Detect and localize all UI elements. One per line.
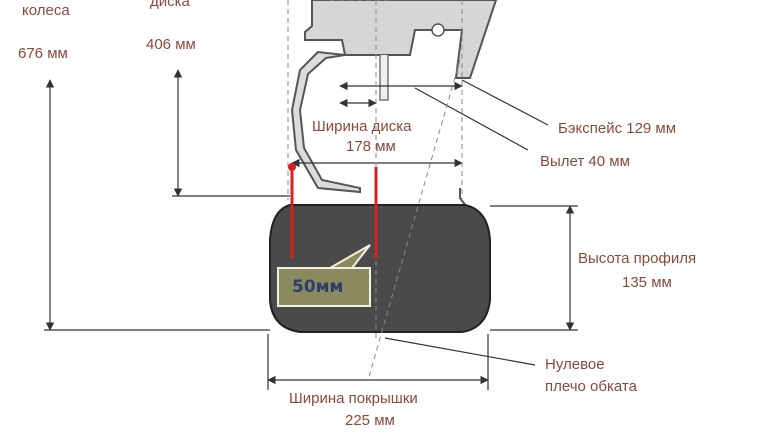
- callout-box: 50мм: [277, 244, 371, 307]
- backspace-label: Бэкспейс 129 мм: [558, 120, 676, 137]
- wheel-diameter-title: колеса: [22, 2, 70, 19]
- wheel-diameter-value: 676 мм: [18, 45, 68, 62]
- rim-profile: [290, 50, 467, 207]
- zero-scrub-line2: плечо обката: [545, 378, 638, 395]
- offset-label: Вылет 40 мм: [540, 153, 630, 170]
- tire-width-title: Ширина покрышки: [289, 390, 418, 407]
- dimension-lines: [44, 69, 578, 390]
- zero-scrub-line1: Нулевое: [545, 356, 605, 373]
- rim-width-value: 178 мм: [346, 138, 396, 155]
- guide-lines: [287, 0, 463, 381]
- rim-diameter-value: 406 мм: [146, 36, 196, 53]
- labels: колеса 676 мм диска 406 мм Ширина диска …: [18, 0, 696, 429]
- suspension-hub: [304, 0, 498, 101]
- red-markers: [288, 163, 378, 258]
- callout-text: 50мм: [292, 277, 343, 297]
- tire-width-value: 225 мм: [345, 412, 395, 429]
- rim-diameter-title: диска: [150, 0, 191, 10]
- rim-width-title: Ширина диска: [312, 118, 412, 135]
- profile-height-title: Высота профиля: [578, 250, 696, 267]
- profile-height-value: 135 мм: [622, 274, 672, 291]
